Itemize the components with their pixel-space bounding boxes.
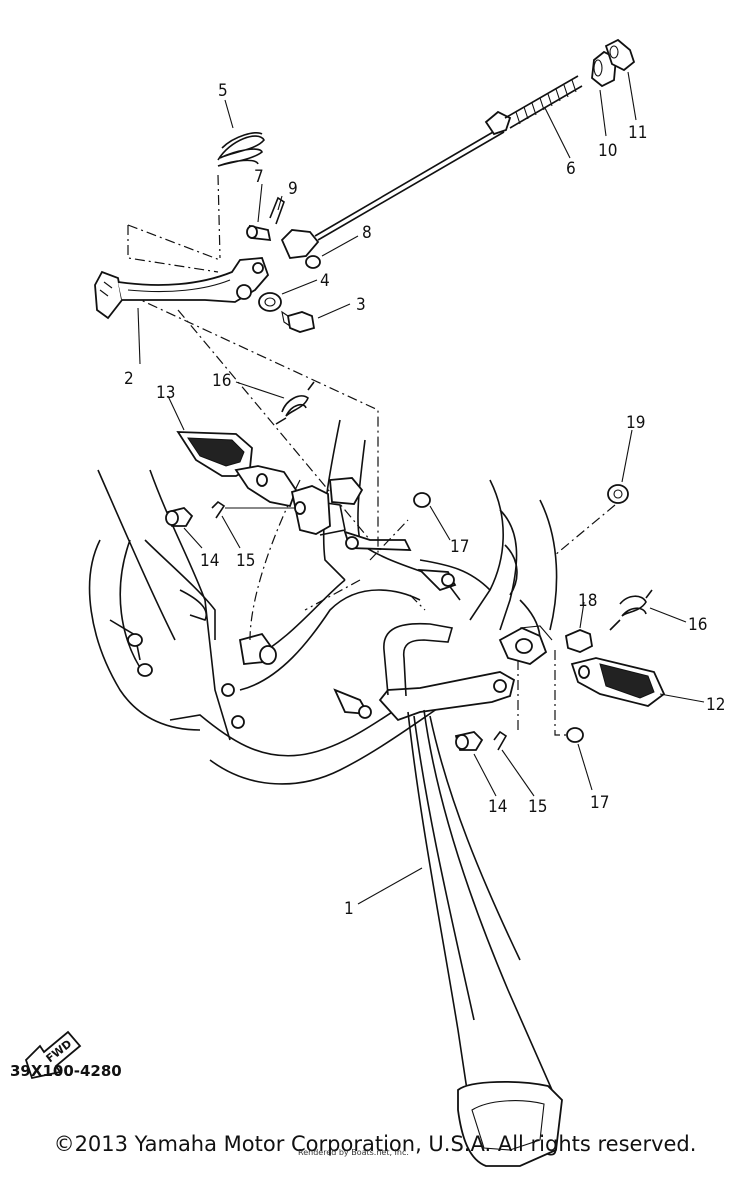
callout-4: 4 [320,271,330,291]
callout-16-right: 16 [688,615,707,635]
bolt-part-3 [281,310,316,333]
leader-14-left [183,527,203,549]
callout-19: 19 [626,413,645,433]
callout-11: 11 [628,123,647,143]
pin-part-7 [246,224,272,242]
bolt-part-18 [564,629,593,653]
leader-11 [627,71,637,121]
callout-10: 10 [598,141,617,161]
callout-16-left: 16 [212,371,231,391]
collar-part-19 [607,484,629,504]
leader-12 [659,693,705,703]
leader-7 [257,183,263,223]
callout-17-right: 17 [590,793,609,813]
leader-9 [277,195,283,211]
footrest-left-part-13 [176,431,298,508]
callout-18: 18 [578,591,597,611]
leader-18 [579,601,585,629]
spring-right-part-16 [609,589,653,631]
callout-1: 1 [344,899,354,919]
nut-part-8 [305,255,321,269]
leader-6 [544,107,571,159]
cotter-right-part-15 [493,730,508,751]
callout-labels: 5 2 3 4 7 8 9 6 10 11 13 16 14 15 17 19 … [124,81,725,919]
frame-outline [88,419,558,785]
callout-17-left: 17 [450,537,469,557]
washer-left-part-17 [413,492,431,508]
leader-8 [321,235,359,257]
brake-pedal-part-2 [94,257,270,320]
leader-3 [317,303,351,319]
leader-2 [137,307,141,365]
callout-3: 3 [356,295,366,315]
pin-left-part-14 [165,507,194,527]
callout-13: 13 [156,383,175,403]
render-note: Rendered by Boats.net, Inc. [298,1148,409,1157]
callout-5: 5 [218,81,228,101]
copyright-notice: ©2013 Yamaha Motor Corporation, U.S.A. A… [53,1132,697,1156]
callout-15-right: 15 [528,797,547,817]
callout-8: 8 [362,223,372,243]
callout-14-right: 14 [488,797,507,817]
washer-right-part-17 [566,727,584,743]
leader-15-right [501,749,535,797]
leader-14-right [473,753,497,797]
leader-13 [167,395,185,431]
footrest-right-part-12 [570,657,666,707]
callout-12: 12 [706,695,725,715]
leader-16-right [649,607,687,623]
leader-15-left [221,515,241,549]
callout-15-left: 15 [236,551,255,571]
callout-7: 7 [254,167,264,187]
cotter-left-part-15 [211,500,296,519]
callout-9: 9 [288,179,298,199]
adjuster-nut-part-11 [604,38,636,72]
drawing-code: 39X100-4280 [10,1062,122,1080]
leader-17-left [429,505,451,541]
footrest-bracket-left [290,477,364,535]
leader-10 [599,89,607,137]
leader-lines [137,71,705,905]
spring-part-5 [217,132,265,167]
pin-right-part-14 [454,731,484,751]
washer-part-4 [258,292,282,312]
brake-rod-part-6 [280,75,583,259]
callout-2: 2 [124,369,134,389]
callout-6: 6 [566,159,576,179]
leader-4 [281,279,318,295]
leader-19 [621,429,633,483]
leader-1 [357,867,423,905]
leader-16-left [235,381,285,399]
leader-5 [224,99,234,129]
callout-14-left: 14 [200,551,219,571]
clip-part-9 [269,196,285,225]
spring-left-part-16 [275,381,315,425]
leader-17-right [577,743,593,791]
sidestand-part-1 [378,622,563,1167]
